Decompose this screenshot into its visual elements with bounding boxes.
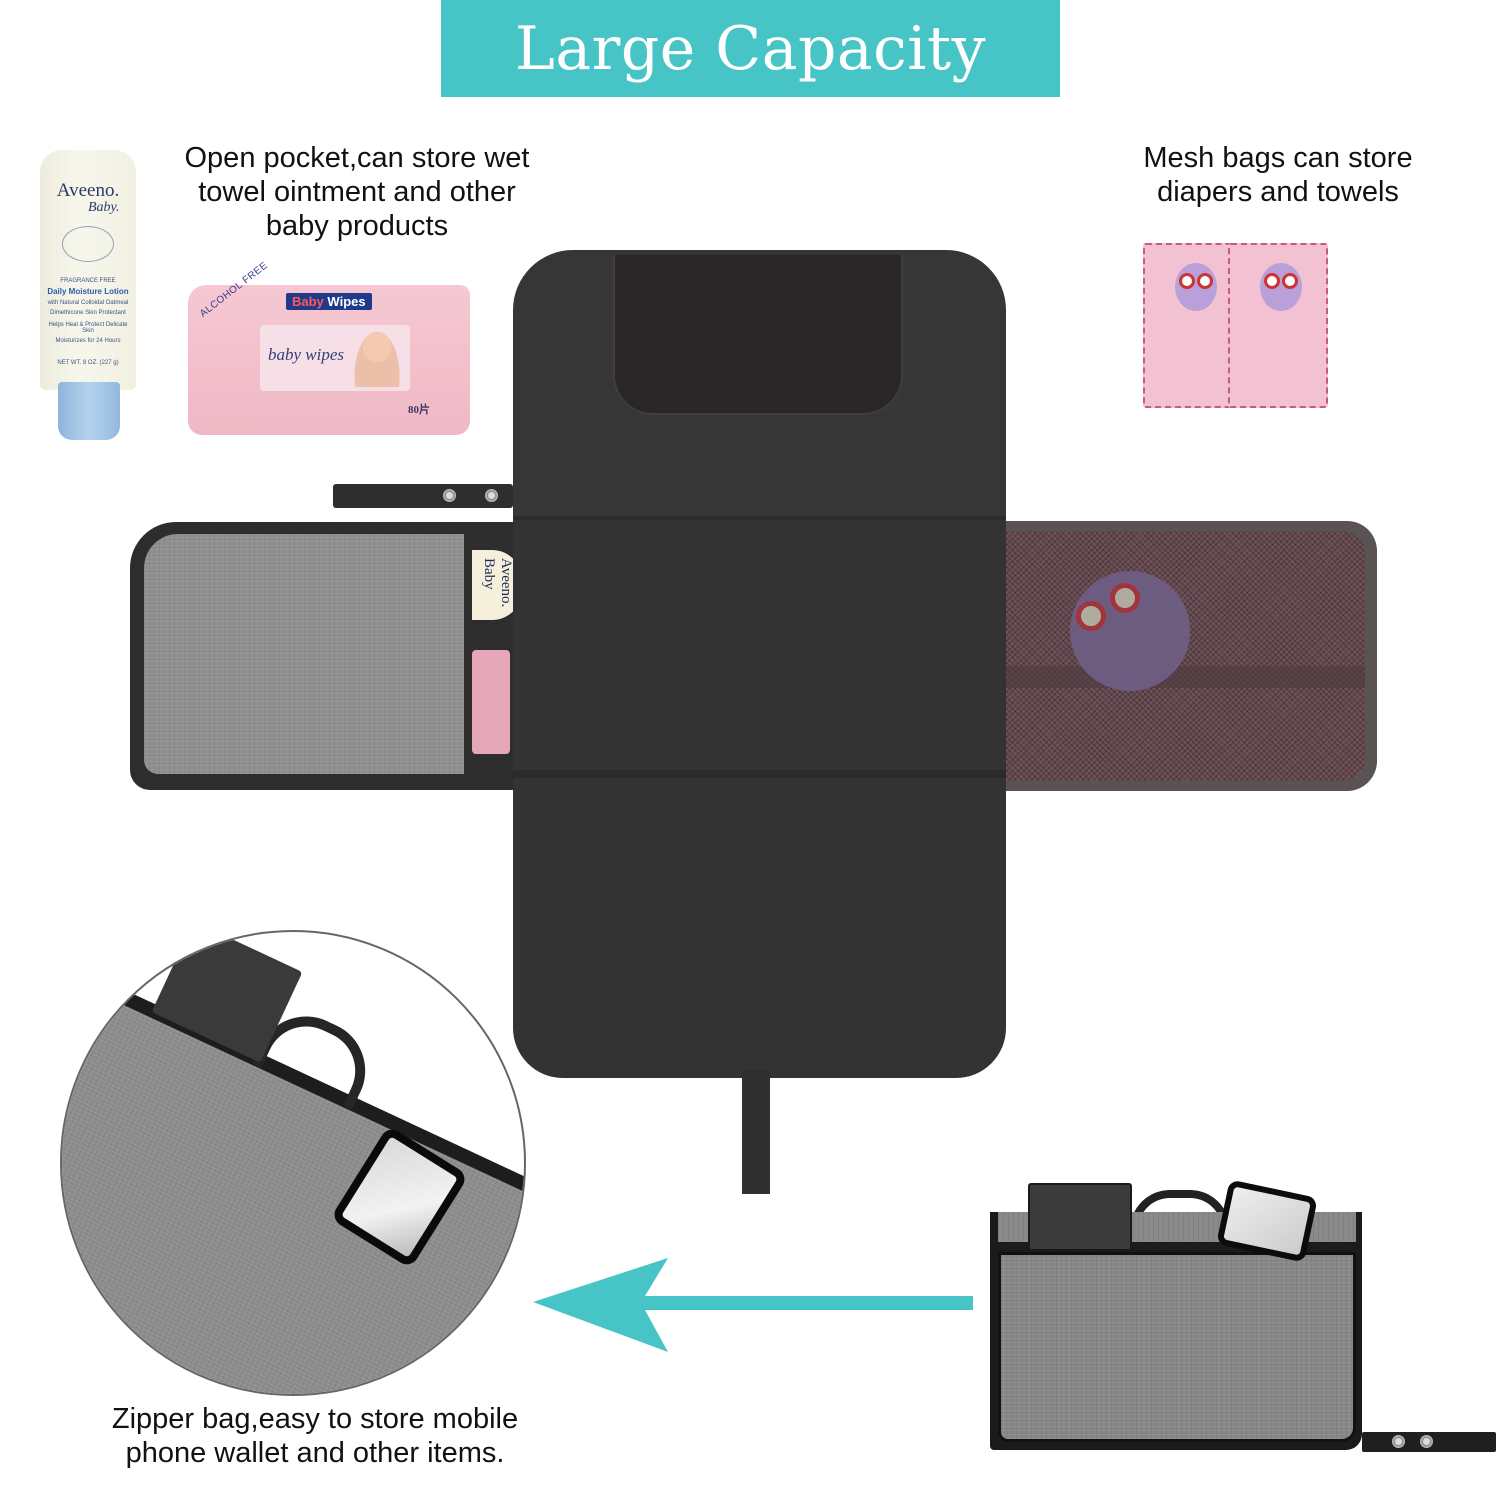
snap-button-icon <box>485 489 498 502</box>
wipes-badge: Baby Wipes <box>286 293 372 310</box>
title-banner: Large Capacity <box>441 0 1060 97</box>
owl-eye <box>1197 273 1213 289</box>
right-flap-mesh-pocket <box>997 521 1377 791</box>
owl-eye <box>1110 583 1140 613</box>
lotion-name: Daily Moisture Lotion <box>47 287 129 296</box>
owl-icon <box>1175 263 1217 311</box>
pocket-wipes-image <box>472 650 510 754</box>
mesh-bags-caption: Mesh bags can store diapers and towels <box>1143 142 1413 208</box>
pocket-lotion-label: Aveeno. Baby <box>481 558 514 608</box>
mesh-band <box>1005 666 1365 688</box>
owl-eye <box>1179 273 1195 289</box>
wipes-label: baby wipes <box>260 325 410 391</box>
lotion-line: with Natural Colloidal Oatmeal <box>47 300 129 306</box>
lotion-line: Moisturizes for 24 Hours <box>55 338 121 344</box>
zipper-bag-caption: Zipper bag,easy to store mobile phone wa… <box>111 1403 519 1469</box>
owl-eye <box>1282 273 1298 289</box>
owl-icon <box>1070 571 1190 691</box>
owl-towel-image <box>1143 243 1243 408</box>
pediatrician-seal-icon <box>62 226 114 262</box>
fold-line <box>513 770 1006 778</box>
owl-eye <box>1076 601 1106 631</box>
changing-mat-bottom-section <box>513 778 1006 1078</box>
wipes-badge-right: Wipes <box>327 294 366 309</box>
head-cushion <box>613 255 903 415</box>
changing-mat-middle-section <box>513 520 1006 770</box>
snap-button-icon <box>1420 1435 1433 1448</box>
lotion-net-weight: NET WT. 8 OZ. (227 g) <box>57 360 119 366</box>
wipes-alcohol-free-tag: ALCOHOL FREE <box>198 259 271 320</box>
zipper-bag-closeup-inset <box>60 930 526 1396</box>
snap-strap <box>333 484 513 508</box>
wipes-name: baby wipes <box>268 345 345 364</box>
wipes-count: 80片 <box>408 404 430 416</box>
baby-wipes-pack-image: Baby Wipes ALCOHOL FREE baby wipes 80片 <box>188 260 470 435</box>
arrow-left-icon <box>533 1258 973 1352</box>
owl-towel-image <box>1228 243 1328 408</box>
lotion-tube-cap <box>58 382 120 440</box>
wipes-badge-left: Baby <box>292 294 324 309</box>
lotion-line: Dimethicone Skin Protectant <box>50 310 126 316</box>
changing-mat-head-section <box>513 250 1006 520</box>
wallet-image <box>1028 1183 1132 1251</box>
open-pocket-caption: Open pocket,can store wet towel ointment… <box>184 142 530 242</box>
snap-button-icon <box>443 489 456 502</box>
mesh-panel <box>1005 531 1365 781</box>
baby-photo-icon <box>354 331 400 387</box>
title-text: Large Capacity <box>515 13 986 84</box>
owl-eye <box>1264 273 1280 289</box>
owl-icon <box>1260 263 1302 311</box>
lotion-sub-brand: Baby. <box>88 200 120 215</box>
snap-strap <box>1362 1432 1496 1452</box>
left-flap-open-pocket: Aveeno. Baby <box>130 522 525 790</box>
lotion-tube-image: Aveeno. Baby. FRAGRANCE FREE Daily Moist… <box>40 150 136 442</box>
snap-button-icon <box>1392 1435 1405 1448</box>
grey-fabric-panel <box>144 534 464 774</box>
pull-tab <box>742 1070 770 1194</box>
lotion-tube-body <box>40 150 136 390</box>
lotion-brand: Aveeno. <box>56 180 120 201</box>
lotion-line: Helps Heal & Protect Delicate Skin <box>48 322 128 334</box>
lotion-line: FRAGRANCE FREE <box>60 278 116 284</box>
grey-fabric-panel <box>998 1252 1356 1442</box>
